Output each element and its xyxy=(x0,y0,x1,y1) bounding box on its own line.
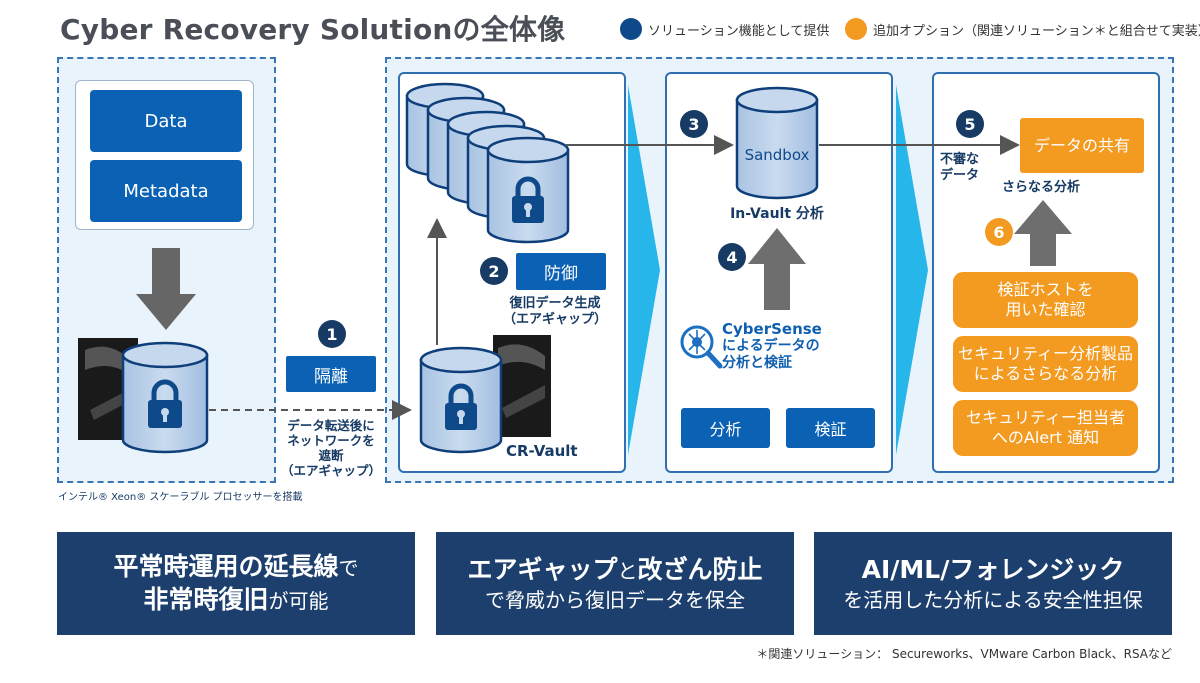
step-1-description: データ転送後に ネットワークを 遮断 （エアギャップ） xyxy=(260,418,402,478)
cybersense-line: 分析と検証 xyxy=(722,354,792,371)
step-1-desc-line: 遮断 xyxy=(318,448,344,463)
metadata-box: Metadata xyxy=(90,160,242,222)
banner-ai: AI/ML/フォレンジック を活用した分析による安全性担保 xyxy=(814,532,1172,635)
magnifier-virus-icon xyxy=(680,325,723,369)
option-item: セキュリティー担当者へのAlert 通知 xyxy=(953,400,1138,456)
banner-1-bold-2: 非常時復旧 xyxy=(143,584,269,614)
option-item: セキュリティー分析製品によるさらなる分析 xyxy=(953,336,1138,392)
banner-normal-ops: 平常時運用の延長線で 非常時復旧が可能 xyxy=(57,532,415,635)
banner-1-bold: 平常時運用の延長線 xyxy=(113,552,339,581)
further-analysis-label: さらなる分析 xyxy=(1002,180,1081,195)
step-4-badge: 4 xyxy=(718,243,746,271)
option-item: 検証ホストを用いた確認 xyxy=(953,272,1138,328)
banner-1-small: で xyxy=(338,556,359,580)
lock-icon-copies xyxy=(512,176,544,223)
data-box: Data xyxy=(90,90,242,152)
option-item-line: 用いた確認 xyxy=(1005,300,1086,319)
banner-2-bold: エアギャップ xyxy=(467,555,618,585)
in-vault-analysis-label: In-Vault 分析 xyxy=(730,206,824,222)
lock-icon-vault xyxy=(445,383,477,430)
suspicious-line: データ xyxy=(940,167,980,183)
legend-solution-label: ソリューション機能として提供 xyxy=(648,23,830,39)
step-5-badge: 5 xyxy=(956,110,984,138)
cybersense-line: によるデータの xyxy=(722,338,820,354)
option-item-line: 検証ホストを xyxy=(997,280,1094,299)
option-item-line: によるさらなる分析 xyxy=(973,364,1118,383)
verify-box: 検証 xyxy=(786,408,875,448)
legend-option: 追加オプション（関連ソリューション＊と組合せて実装） xyxy=(845,18,1200,40)
legend-option-swatch xyxy=(845,18,867,40)
banner-2-bold-2: 改ざん防止 xyxy=(637,555,763,585)
legend-solution-swatch xyxy=(620,18,642,40)
cybersense-title: CyberSense xyxy=(722,320,822,338)
copies-stack-icon xyxy=(405,82,570,244)
option-item-line: セキュリティー担当者 xyxy=(965,408,1126,427)
cr-vault-storage-icon xyxy=(419,346,503,454)
step-1-badge: 1 xyxy=(318,320,346,348)
down-arrow-icon xyxy=(136,248,196,330)
processor-note: インテル® Xeon® スケーラブル プロセッサーを搭載 xyxy=(58,492,303,503)
step-3-badge: 3 xyxy=(680,110,708,138)
step-6-badge: 6 xyxy=(985,218,1013,246)
cr-vault-label: CR-Vault xyxy=(506,442,578,460)
up-arrow-icon-2 xyxy=(1014,200,1072,266)
banner-3-sub: を活用した分析による安全性担保 xyxy=(843,587,1143,612)
lock-icon xyxy=(148,379,182,428)
data-share-box: データの共有 xyxy=(1020,118,1144,173)
suspicious-data-label: 不審な データ xyxy=(940,152,979,183)
step-2-badge: 2 xyxy=(480,257,508,285)
chevron-arrow-icon-2 xyxy=(896,85,928,455)
sandbox-label: Sandbox xyxy=(744,146,810,164)
option-item-line: へのAlert 通知 xyxy=(991,428,1100,447)
legend-option-label: 追加オプション（関連ソリューション＊と組合せて実装） xyxy=(873,23,1200,39)
legend-solution: ソリューション機能として提供 xyxy=(620,18,829,40)
step-1-desc-line: （エアギャップ） xyxy=(280,463,381,478)
banner-airgap: エアギャップと改ざん防止 で脅威から復旧データを保全 xyxy=(436,532,794,635)
option-item-line: セキュリティー分析製品 xyxy=(957,344,1134,363)
footnote: ＊関連ソリューション： Secureworks、VMware Carbon Bl… xyxy=(756,647,1172,661)
isolation-box: 隔離 xyxy=(286,356,376,392)
banner-2-small: と xyxy=(617,559,638,584)
banner-1-small-2: が可能 xyxy=(268,588,329,613)
analyze-box: 分析 xyxy=(681,408,770,448)
suspicious-line: 不審な xyxy=(940,152,980,167)
step-2-desc-line: 復旧データ生成 xyxy=(509,296,601,311)
sandbox-storage-icon xyxy=(735,86,819,200)
defense-box: 防御 xyxy=(516,253,606,290)
step-2-desc-line: （エアギャップ） xyxy=(502,311,607,327)
banner-3-bold: AI/ML/フォレンジック xyxy=(861,555,1125,585)
up-arrow-icon xyxy=(748,228,806,310)
page-title: Cyber Recovery Solutionの全体像 xyxy=(60,13,566,46)
source-storage-icon xyxy=(121,341,209,454)
cybersense-description: CyberSense によるデータの 分析と検証 xyxy=(722,320,876,372)
step-2-description: 復旧データ生成 （エアギャップ） xyxy=(490,296,620,327)
banner-2-sub: で脅威から復旧データを保全 xyxy=(485,587,745,612)
step-1-desc-line: データ転送後に xyxy=(287,418,375,433)
step-1-desc-line: ネットワークを xyxy=(287,433,375,448)
server-icon-vault xyxy=(493,335,551,437)
chevron-arrow-icon xyxy=(628,85,660,455)
